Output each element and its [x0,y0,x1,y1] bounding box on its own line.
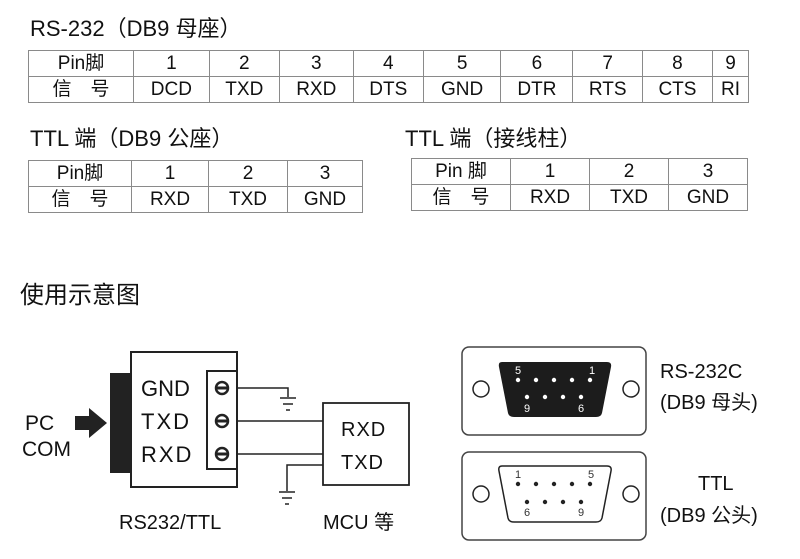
mcu-pin-txd: TXD [341,452,384,474]
module-pin-rxd: RXD [141,442,193,467]
gnd-wire [237,387,289,397]
mcu-pin-rxd: RXD [341,419,386,441]
male-pin-label-6: 6 [524,507,530,519]
db9-plug [110,373,132,473]
pin-cell: 2 [208,160,288,187]
female-pin-label-9: 9 [524,403,530,415]
female-connector-type: (DB9 母头) [660,391,758,414]
screw-terminal-icon [214,380,230,396]
rs232-pin-table: Pin脚 1 2 3 4 5 6 7 8 9 信 号 DCD TXD RXD D… [28,50,750,103]
table-row-signals: 信 号 RXD TXD GND [411,184,748,211]
male-connector-type: (DB9 公头) [660,504,758,527]
ttl-db9-title: TTL 端（DB9 公座） [30,126,234,151]
female-pin-label-5: 5 [515,365,521,377]
male-pin-label-5: 5 [588,469,594,481]
male-pin-label-9: 9 [578,507,584,519]
module-label: RS232/TTL [119,512,221,534]
signal-cell: TXD [208,186,288,213]
ground-icon [280,397,296,411]
signal-cell: TXD [589,184,669,211]
row-label-pin: Pin脚 [28,160,132,187]
signal-cell: GND [422,76,502,103]
signal-cell: DCD [133,76,210,103]
signal-cell: RXD [278,76,354,103]
ttl-terminal-title: TTL 端（接线柱） [405,126,582,151]
pin-cell: 3 [278,50,354,77]
usage-diagram-title: 使用示意图 [20,282,140,309]
pin-cell: 4 [352,50,424,77]
screw-terminal-icon [214,446,230,462]
signal-cell: GND [287,186,363,213]
pin-cell: 1 [510,158,590,185]
arrow-right-icon [75,408,107,438]
com-label: COM [22,438,71,461]
ttl-db9-pin-table: Pin脚 1 2 3 信 号 RXD TXD GND [28,160,363,213]
table-row-signals: 信 号 RXD TXD GND [28,186,363,213]
pc-label: PC [25,412,54,435]
module-pin-gnd: GND [141,376,190,401]
row-label-pin: Pin脚 [28,50,134,77]
signal-cell: TXD [208,76,280,103]
row-label-signal: 信 号 [411,184,511,211]
module-pin-txd: TXD [141,409,191,434]
pin-cell: 5 [422,50,502,77]
pin-cell: 3 [668,158,748,185]
ground-icon [279,491,295,505]
female-connector-name: RS-232C [660,361,742,383]
signal-cell: RXD [131,186,209,213]
mcu-label: MCU 等 [323,511,394,534]
signal-cell: DTS [352,76,424,103]
db9-male-connector: 1 5 6 9 [461,451,647,541]
male-connector-name: TTL [698,473,734,495]
row-label-signal: 信 号 [28,186,132,213]
signal-cell: CTS [641,76,713,103]
female-pin-label-1: 1 [589,365,595,377]
pin-cell: 1 [131,160,209,187]
table-row-signals: 信 号 DCD TXD RXD DTS GND DTR RTS CTS RI [28,76,750,103]
signal-cell: RTS [572,76,643,103]
pin-cell: 3 [287,160,363,187]
ttl-terminal-pin-table: Pin 脚 1 2 3 信 号 RXD TXD GND [411,158,748,211]
female-pin-label-6: 6 [578,403,584,415]
signal-cell: RI [711,76,750,103]
rs232-title: RS-232（DB9 母座） [30,16,242,41]
db9-female-connector: 5 1 9 6 [461,346,647,436]
pin-cell: 6 [500,50,574,77]
table-row-pins: Pin脚 1 2 3 [28,160,363,187]
screw-terminal-icon [214,413,230,429]
table-row-pins: Pin 脚 1 2 3 [411,158,748,185]
mcu-box [322,402,410,486]
pin-cell: 2 [589,158,669,185]
table-row-pins: Pin脚 1 2 3 4 5 6 7 8 9 [28,50,750,77]
row-label-signal: 信 号 [28,76,134,103]
mcu-gnd-wire [286,464,323,491]
pin-cell: 8 [641,50,713,77]
pin-cell: 2 [208,50,280,77]
signal-cell: GND [668,184,748,211]
male-pin-label-1: 1 [515,469,521,481]
pin-cell: 9 [711,50,750,77]
